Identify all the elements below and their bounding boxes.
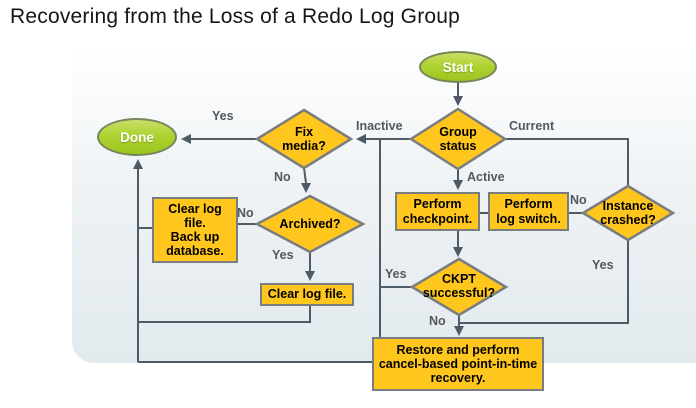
edge-label-fixmedia-yes: Yes: [212, 109, 234, 123]
edge-label-inactive: Inactive: [356, 119, 403, 133]
arrowhead-up-icon: [133, 159, 143, 169]
archived-label: Archived?: [279, 217, 341, 231]
edge-label-ckpt-yes: Yes: [385, 267, 407, 281]
done-node: Done: [97, 118, 177, 156]
arrowhead-left-icon: [356, 134, 366, 144]
edge-label-instance-yes: Yes: [592, 258, 614, 272]
arrowhead-down-icon: [453, 96, 463, 106]
edge-label-active: Active: [467, 170, 505, 184]
perform-checkpoint-node: Perform checkpoint.: [395, 192, 480, 231]
arrowhead-down-icon: [453, 247, 463, 257]
page-title: Recovering from the Loss of a Redo Log G…: [10, 5, 461, 28]
clear-backup-node: Clear log file. Back up database.: [152, 197, 238, 263]
edge-label-fixmedia-no: No: [274, 170, 291, 184]
edge-label-archived-yes: Yes: [272, 248, 294, 262]
edge-clearlog-to-done: [138, 306, 311, 323]
archived-diamond: [254, 194, 366, 254]
start-label: Start: [442, 59, 474, 75]
instance-crashed-diamond: [580, 184, 676, 242]
edge-current: [504, 138, 629, 187]
connector-lines: [137, 83, 629, 363]
edge-label-ckpt-no: No: [429, 314, 446, 328]
fix-media-label: Fix media?: [282, 125, 326, 154]
arrowhead-down-icon: [454, 326, 464, 336]
edge-label-archived-no: No: [237, 206, 254, 220]
arrowheads: [133, 96, 464, 336]
decision-diamonds: [254, 107, 676, 317]
ckpt-successful-diamond: [409, 257, 509, 317]
edge-label-current: Current: [509, 119, 555, 133]
start-node: Start: [419, 51, 497, 83]
arrowhead-down-icon: [453, 180, 463, 190]
clear-log-node: Clear log file.: [260, 283, 354, 306]
arrowhead-down-icon: [305, 271, 315, 281]
arrowhead-left-icon: [181, 134, 191, 144]
edge-fixmedia-no: [303, 167, 307, 184]
group-status-label: Group status: [439, 125, 477, 154]
edge-label-instance-no: No: [570, 193, 587, 207]
fix-media-diamond: [254, 108, 354, 170]
done-label: Done: [120, 129, 154, 145]
perform-log-switch-node: Perform log switch.: [488, 192, 569, 231]
restore-node: Restore and perform cancel-based point-i…: [372, 337, 544, 391]
ckpt-successful-label: CKPT successful?: [422, 272, 496, 301]
arrowhead-down-icon: [301, 183, 311, 193]
edge-instance-yes: [459, 240, 629, 324]
group-status-diamond: [408, 107, 508, 171]
instance-crashed-label: Instance crashed?: [600, 199, 656, 228]
